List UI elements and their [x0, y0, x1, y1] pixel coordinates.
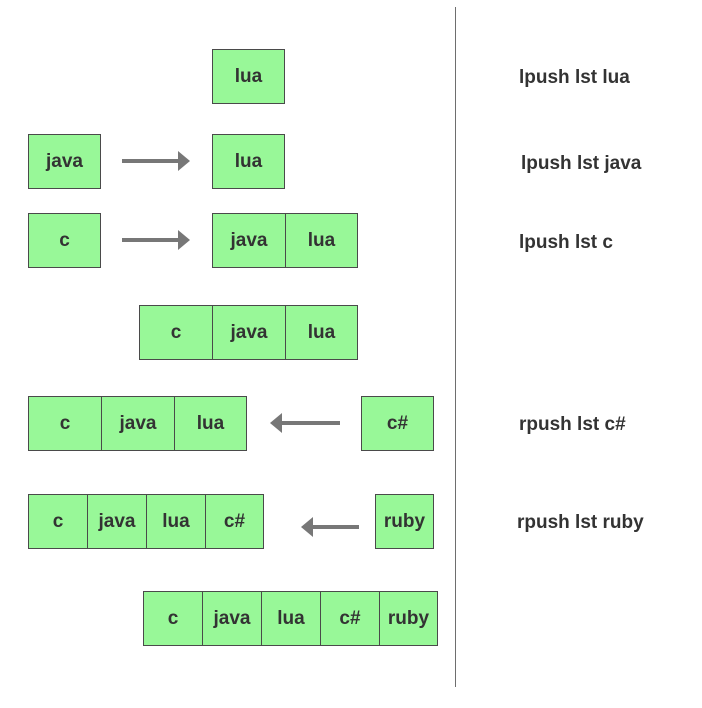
command-rpush-ruby: rpush lst ruby: [517, 512, 644, 533]
command-lpush-c: lpush lst c: [519, 232, 613, 253]
list-item-c: c: [143, 591, 203, 646]
list-item-lua: lua: [285, 305, 358, 360]
list-item-java: java: [202, 591, 262, 646]
list-item-lua: lua: [146, 494, 206, 549]
incoming-item-java: java: [28, 134, 101, 189]
list-item-lua: lua: [261, 591, 321, 646]
list-item-c: c: [28, 494, 88, 549]
arrow-left-icon: [270, 413, 340, 433]
command-rpush-csharp: rpush lst c#: [519, 414, 626, 435]
incoming-item-c: c: [28, 213, 101, 268]
list-item-c: c: [28, 396, 102, 451]
list-item-csharp: c#: [320, 591, 380, 646]
incoming-item-ruby: ruby: [375, 494, 434, 549]
arrow-left-icon: [301, 517, 359, 537]
list-item-c: c: [139, 305, 213, 360]
arrow-right-icon: [122, 230, 190, 250]
vertical-divider: [455, 7, 456, 687]
arrow-right-icon: [122, 151, 190, 171]
command-lpush-lua: lpush lst lua: [519, 67, 630, 88]
list-item-lua: lua: [212, 134, 285, 189]
list-item-java: java: [212, 305, 286, 360]
list-item-java: java: [101, 396, 175, 451]
list-item-lua: lua: [285, 213, 358, 268]
incoming-item-csharp: c#: [361, 396, 434, 451]
list-item-csharp: c#: [205, 494, 264, 549]
list-item-lua: lua: [174, 396, 247, 451]
command-lpush-java: lpush lst java: [521, 153, 642, 174]
list-item-ruby: ruby: [379, 591, 438, 646]
list-item-java: java: [212, 213, 286, 268]
list-item-java: java: [87, 494, 147, 549]
list-item-lua: lua: [212, 49, 285, 104]
